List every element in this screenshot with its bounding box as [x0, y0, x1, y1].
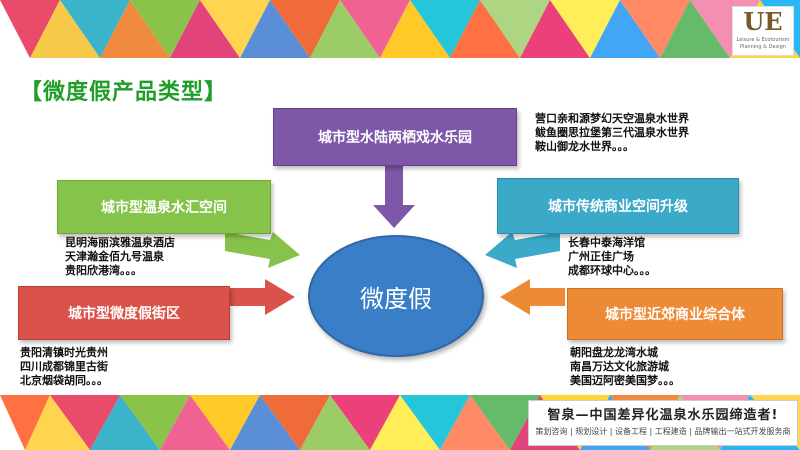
- arrow-right-upper: [485, 232, 560, 268]
- type-box-left-lower: 城市型微度假街区: [18, 286, 230, 340]
- type-box-top: 城市型水陆两栖戏水乐园: [273, 108, 517, 166]
- example-item: 北京烟袋胡同。。。: [20, 374, 108, 387]
- arrow-right-lower: [500, 279, 565, 315]
- example-item: 广州正佳广场: [568, 250, 634, 263]
- type-box-left-upper: 城市型温泉水汇空间: [57, 180, 271, 234]
- arrow-left-upper: [225, 232, 300, 268]
- example-item: 天津瀚金佰九号温泉: [65, 250, 164, 263]
- footer-slogan: 智泉—中国差异化温泉水乐园缔造者! 策划咨询 | 规划设计 | 设备工程 | 工…: [528, 400, 798, 446]
- arrow-left-lower: [225, 279, 295, 315]
- examples-top: 营口亲和源梦幻天空温泉水世界 鲅鱼圈思拉堡第三代温泉水世界 鞍山御龙水世界。。。: [535, 112, 689, 154]
- example-item: 成都环球中心。。。: [568, 264, 656, 277]
- arrow-top: [373, 165, 415, 228]
- example-item: 营口亲和源梦幻天空温泉水世界: [535, 112, 689, 125]
- center-ellipse: 微度假: [308, 235, 484, 357]
- slogan-line1: 智泉—中国差异化温泉水乐园缔造者!: [547, 408, 779, 423]
- example-item: 贵阳欣港湾。。。: [65, 264, 142, 277]
- examples-left-lower: 贵阳清镇时光贵州 四川成都锦里古街 北京烟袋胡同。。。: [20, 346, 108, 388]
- type-box-right-upper: 城市传统商业空间升级: [497, 178, 739, 234]
- example-item: 鲅鱼圈思拉堡第三代温泉水世界: [535, 126, 689, 139]
- example-item: 鞍山御龙水世界。。。: [535, 140, 634, 153]
- slogan-line2: 策划咨询 | 规划设计 | 设备工程 | 工程建造 | 品牌输出一站式开发服务商: [535, 427, 791, 436]
- example-item: 朝阳盘龙龙湾水城: [570, 346, 658, 359]
- examples-left-upper: 昆明海丽滨雅温泉酒店 天津瀚金佰九号温泉 贵阳欣港湾。。。: [65, 236, 175, 278]
- example-item: 昆明海丽滨雅温泉酒店: [65, 236, 175, 249]
- example-item: 南昌万达文化旅游城: [570, 360, 669, 373]
- brand-logo: UE Leisure & Ecotourism Planning & Desig…: [732, 6, 794, 56]
- example-item: 贵阳清镇时光贵州: [20, 346, 108, 359]
- example-item: 四川成都锦里古街: [20, 360, 108, 373]
- type-box-right-lower: 城市型近郊商业综合体: [567, 288, 783, 340]
- examples-right-upper: 长春中泰海洋馆 广州正佳广场 成都环球中心。。。: [568, 236, 656, 278]
- examples-right-lower: 朝阳盘龙龙湾水城 南昌万达文化旅游城 美国迈阿密美国梦。。。: [570, 346, 680, 388]
- example-item: 美国迈阿密美国梦。。。: [570, 374, 680, 387]
- page-title: 【微度假产品类型】: [20, 80, 228, 105]
- example-item: 长春中泰海洋馆: [568, 236, 645, 249]
